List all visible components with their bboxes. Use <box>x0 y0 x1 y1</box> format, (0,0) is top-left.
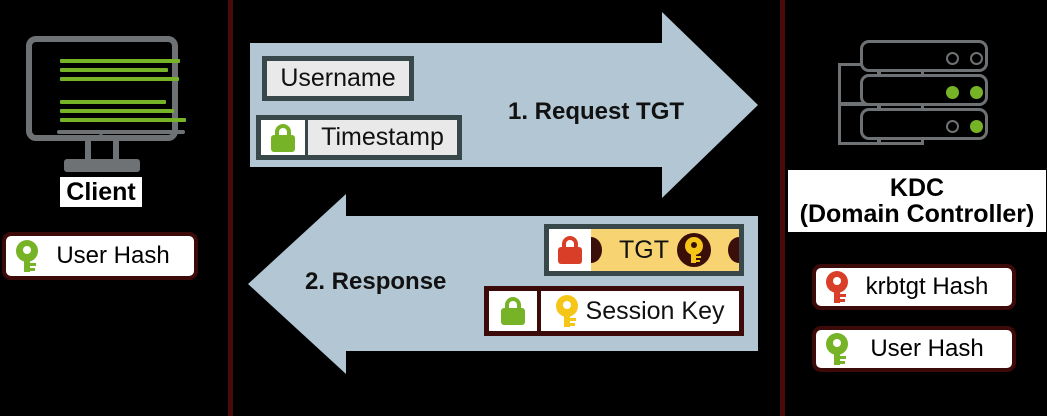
kdc-label: KDC (Domain Controller) <box>788 170 1046 232</box>
server-icon <box>838 40 1008 160</box>
divider-left <box>228 0 233 416</box>
kdc-krbtgt-hash-label: krbtgt Hash <box>865 273 989 300</box>
payload-timestamp-label: Timestamp <box>321 123 444 151</box>
divider-right <box>780 0 785 416</box>
key-icon-red <box>826 271 848 303</box>
payload-timestamp: Timestamp <box>256 115 462 160</box>
server-rack-3 <box>860 108 988 140</box>
server-led-on <box>970 120 983 133</box>
payload-tgt: TGT <box>544 224 744 276</box>
monitor-neck <box>85 141 119 161</box>
monitor-taskbar <box>57 130 185 134</box>
server-led-off <box>970 52 983 65</box>
padlock-icon-green <box>261 120 308 155</box>
key-icon-green <box>16 240 38 272</box>
server-led-on <box>970 86 983 99</box>
server-rack-2 <box>860 74 988 106</box>
monitor-screen <box>26 36 186 141</box>
server-led-off <box>946 52 959 65</box>
request-arrow-label: 1. Request TGT <box>508 98 685 125</box>
monitor-power-dot <box>98 134 104 140</box>
kdc-user-hash-badge: User Hash <box>812 326 1016 372</box>
ticket-notch-left <box>591 237 602 263</box>
server-rack-1 <box>860 40 988 72</box>
padlock-icon-green <box>489 291 541 331</box>
padlock-icon-red <box>549 229 591 271</box>
key-icon-green <box>826 333 848 365</box>
server-led-on <box>946 86 959 99</box>
client-user-hash-label: User Hash <box>56 242 170 269</box>
key-icon-gold <box>677 233 711 267</box>
response-arrow-label: 2. Response <box>305 268 447 295</box>
monitor-icon <box>12 36 202 176</box>
payload-username-label: Username <box>280 64 396 92</box>
ticket-notch-right <box>728 237 739 263</box>
kdc-user-hash-label: User Hash <box>870 335 984 362</box>
payload-tgt-label: TGT <box>619 235 669 264</box>
client-label: Client <box>60 177 142 207</box>
payload-username: Username <box>262 56 414 101</box>
tgt-ticket: TGT <box>591 229 739 271</box>
kdc-label-line2: (Domain Controller) <box>799 200 1035 228</box>
client-user-hash-badge: User Hash <box>2 232 198 280</box>
kdc-krbtgt-hash-badge: krbtgt Hash <box>812 264 1016 310</box>
server-led-off <box>946 120 959 133</box>
key-icon-gold <box>555 295 578 327</box>
payload-session-key: Session Key <box>484 286 744 336</box>
payload-session-key-label: Session Key <box>585 296 725 325</box>
terminal-lines <box>60 59 186 127</box>
kdc-label-line1: KDC <box>889 173 945 202</box>
monitor-base <box>64 159 140 172</box>
